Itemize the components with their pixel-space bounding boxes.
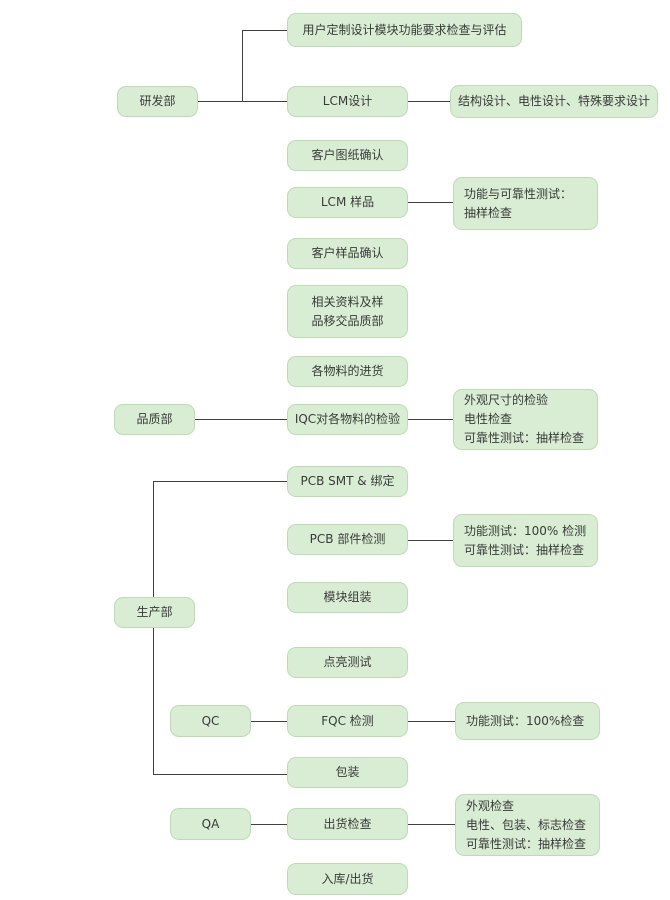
node-pcb-test-note: 功能测试：100% 检测 可靠性测试：抽样检查 xyxy=(453,514,598,567)
note-lines: 功能测试：100% 检测 可靠性测试：抽样检查 xyxy=(464,522,586,560)
node-sample-test-note: 功能与可靠性测试： 抽样检查 xyxy=(453,177,598,230)
connector-branch-to-pcb-smt xyxy=(153,481,287,482)
note-lines: 功能与可靠性测试： 抽样检查 xyxy=(464,185,572,223)
note-line: 外观尺寸的检验 xyxy=(464,393,549,407)
note-lines: 外观检查 电性、包装、标志检查 可靠性测试：抽样检查 xyxy=(466,797,586,854)
connector-rd-to-lcm-design xyxy=(198,101,287,102)
note-line: 品移交品质部 xyxy=(311,313,384,328)
node-qc: QC xyxy=(170,705,251,737)
node-shipment-inspection: 出货检查 xyxy=(287,808,408,840)
node-rd-dept: 研发部 xyxy=(117,86,198,117)
note-line: 功能测试：100% 检测 xyxy=(464,523,587,538)
connector-branch-to-packing xyxy=(153,774,287,775)
note-line: 功能与可靠性测试： xyxy=(464,186,573,201)
node-lcm-design: LCM设计 xyxy=(287,86,408,117)
node-warehouse-shipment: 入库/出货 xyxy=(287,863,408,895)
node-iqc-inspection: IQC对各物料的检验 xyxy=(287,404,408,435)
note-line: 相关资料及样 xyxy=(311,294,384,309)
node-iqc-note: 外观尺寸的检验 电性检查 可靠性测试：抽样检查 xyxy=(453,389,598,450)
connector-lcm-sample-to-note xyxy=(408,202,453,203)
node-module-assembly: 模块组装 xyxy=(287,582,408,613)
connector-pcb-test-to-note xyxy=(408,540,453,541)
note-line: 外观检查 xyxy=(466,798,515,813)
note-line: 电性、包装、标志检查 xyxy=(466,817,587,832)
note-line: 抽样检查 xyxy=(464,205,513,220)
connector-branch-to-requirement-review xyxy=(242,30,287,31)
node-fqc-note: 功能测试：100%检查 xyxy=(455,702,600,740)
node-packing: 包装 xyxy=(287,757,408,788)
note-line: 电性检查 xyxy=(464,412,513,426)
node-lcm-sample: LCM 样品 xyxy=(287,187,408,218)
node-customer-drawing-confirm: 客户图纸确认 xyxy=(287,140,408,171)
node-pcb-smt-bonding: PCB SMT & 绑定 xyxy=(287,466,408,497)
connector-shipment-to-note xyxy=(408,824,455,825)
note-line: 可靠性测试：抽样检查 xyxy=(464,542,585,557)
note-line: 可靠性测试：抽样检查 xyxy=(466,836,587,851)
node-material-incoming: 各物料的进货 xyxy=(287,356,408,387)
connector-lcm-design-to-note xyxy=(408,101,450,102)
node-quality-dept: 品质部 xyxy=(114,404,195,435)
connector-rd-branch-vertical xyxy=(242,30,243,101)
connector-qc-to-fqc xyxy=(251,721,287,722)
note-lines: 相关资料及样 品移交品质部 xyxy=(311,293,383,331)
node-requirement-review: 用户定制设计模块功能要求检查与评估 xyxy=(287,13,522,47)
connector-iqc-to-note xyxy=(408,419,453,420)
node-fqc-test: FQC 检测 xyxy=(287,705,408,737)
connector-fqc-to-note xyxy=(408,721,455,722)
note-line: 可靠性测试：抽样检查 xyxy=(464,431,585,445)
node-transfer-to-quality: 相关资料及样 品移交品质部 xyxy=(287,285,408,338)
node-production-dept: 生产部 xyxy=(114,597,195,628)
node-lighting-test: 点亮测试 xyxy=(287,647,408,678)
connector-qa-to-shipment xyxy=(251,824,287,825)
node-customer-sample-confirm: 客户样品确认 xyxy=(287,238,408,269)
node-shipment-note: 外观检查 电性、包装、标志检查 可靠性测试：抽样检查 xyxy=(455,794,600,856)
node-qa: QA xyxy=(170,808,251,840)
node-pcb-part-test: PCB 部件检测 xyxy=(287,524,408,555)
connector-quality-to-iqc xyxy=(195,419,287,420)
node-design-note: 结构设计、电性设计、特殊要求设计 xyxy=(450,85,658,118)
note-lines: 外观尺寸的检验 电性检查 可靠性测试：抽样检查 xyxy=(464,391,584,448)
